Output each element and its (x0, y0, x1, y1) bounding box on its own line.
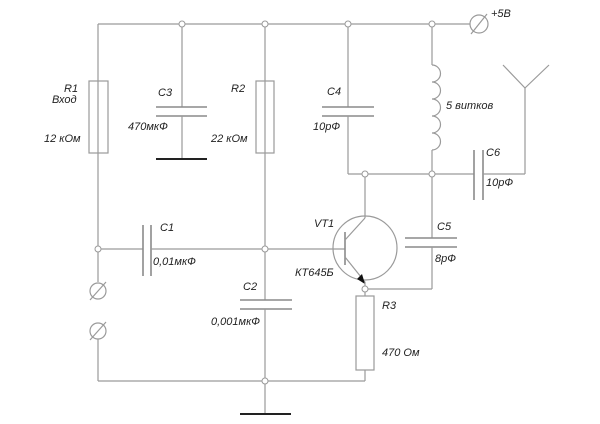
c6-ref: C6 (486, 147, 501, 159)
c6-value: 10рФ (486, 177, 514, 189)
c2-ref: C2 (243, 281, 258, 293)
vt1-ref: VT1 (314, 218, 335, 230)
supply-terminal (469, 13, 489, 35)
c4-value: 10рФ (313, 121, 341, 133)
input-label: Вход (52, 94, 77, 106)
resistor-r2 (255, 80, 275, 154)
c2-value: 0,001мкФ (211, 316, 261, 328)
c5-ref: C5 (437, 221, 452, 233)
resistor-r1 (88, 80, 109, 154)
c3-ref: C3 (158, 87, 173, 99)
r1-value: 12 кОм (44, 133, 81, 145)
inductor-value: 5 витков (446, 100, 494, 112)
c1-ref: C1 (160, 222, 175, 234)
vt1-value: КТ645Б (295, 267, 334, 279)
inductor-l1 (431, 64, 442, 151)
resistor-r3 (355, 295, 375, 371)
r3-value: 470 Ом (382, 347, 420, 359)
antenna-symbol (502, 64, 550, 174)
transistor-vt1 (332, 215, 398, 284)
c4-ref: C4 (327, 86, 342, 98)
input-terminal-bottom (89, 321, 107, 341)
c1-value: 0,01мкФ (153, 256, 196, 268)
supply-label: +5B (491, 8, 511, 20)
c5-value: 8рФ (435, 253, 456, 265)
r3-ref: R3 (382, 300, 397, 312)
r2-ref: R2 (231, 83, 246, 95)
input-terminal-top (89, 281, 107, 301)
junction-nodes (94, 20, 436, 385)
r1-ref: R1 (64, 83, 79, 95)
c3-value: 470мкФ (128, 121, 168, 133)
r2-value: 22 кОм (211, 133, 248, 145)
